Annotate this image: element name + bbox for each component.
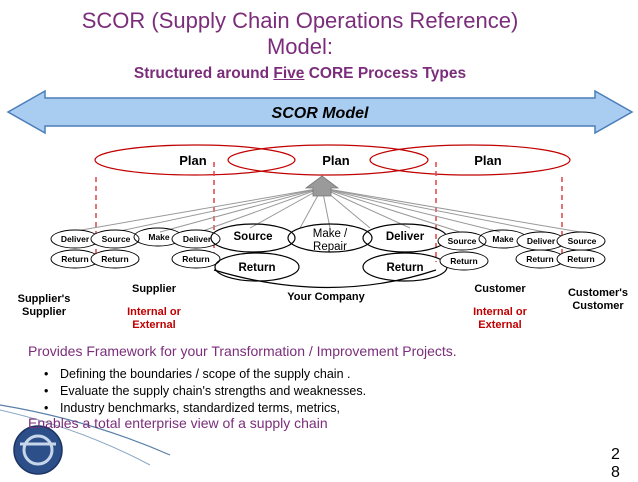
supplier-return-1: Return (61, 254, 88, 264)
customer-label: Customer (474, 283, 526, 295)
benefit-item: •Evaluate the supply chain's strengths a… (44, 384, 367, 398)
customer-return-2: Return (526, 254, 553, 264)
customer-source-2: Source (568, 236, 597, 246)
company-source: Source (234, 231, 273, 243)
plan-label-middle: Plan (322, 153, 350, 168)
scor-banner-label: SCOR Model (272, 105, 369, 122)
benefit-item: •Industry benchmarks, standardized terms… (44, 401, 340, 415)
benefit-text: Defining the boundaries / scope of the s… (60, 367, 351, 381)
company-return-left: Return (238, 262, 275, 274)
supplier-process-ellipses (50, 227, 221, 269)
supplier-deliver-2: Deliver (183, 234, 212, 244)
company-deliver: Deliver (386, 231, 425, 243)
your-company-label: Your Company (287, 291, 365, 303)
company-arc (213, 269, 437, 289)
plan-ellipse-right (369, 144, 571, 176)
subtitle-emph: Five (273, 65, 305, 82)
supplier-label: Supplier (132, 283, 177, 295)
title-line-1: SCOR (Supply Chain Operations Reference) (81, 8, 519, 33)
plan-label-left: Plan (179, 153, 207, 168)
benefit-item: •Defining the boundaries / scope of the … (44, 367, 351, 381)
supplier-make: Make (148, 232, 170, 242)
subtitle-post: CORE Process Types (304, 65, 467, 82)
fan-lines (69, 187, 581, 233)
supplier-return-3: Return (182, 254, 209, 264)
framework-text: Provides Framework for your Transformati… (28, 343, 457, 359)
slide-subtitle: Structured around Five CORE Process Type… (0, 65, 600, 83)
plan-ellipse-left (94, 144, 296, 176)
company-logo (13, 425, 63, 475)
swoosh-decoration-2 (0, 409, 151, 466)
swoosh-decoration (0, 404, 171, 456)
plan-label-right: Plan (474, 153, 502, 168)
company-return-right: Return (386, 262, 423, 274)
customer-return-3: Return (567, 254, 594, 264)
scor-banner-arrow (6, 89, 634, 135)
company-make-repair: Make /Repair (313, 228, 348, 253)
title-line-2: Model: (266, 34, 334, 59)
customer-process-ellipses (437, 229, 606, 271)
supplier-return-2: Return (101, 254, 128, 264)
enables-text: Enables a total enterprise view of a sup… (28, 415, 328, 431)
supplier-source: Source (102, 234, 131, 244)
slide-title: SCOR (Supply Chain Operations Reference)… (0, 8, 600, 60)
page-number: 28 (611, 446, 620, 481)
customer-make: Make (492, 234, 514, 244)
supplier-deliver: Deliver (61, 234, 90, 244)
benefit-text: Industry benchmarks, standardized terms,… (60, 401, 340, 415)
customer-return-1: Return (450, 256, 477, 266)
benefit-text: Evaluate the supply chain's strengths an… (60, 384, 367, 398)
customer-deliver: Deliver (527, 236, 556, 246)
subtitle-pre: Structured around (133, 65, 274, 82)
plan-ellipse-middle (227, 144, 429, 176)
customer-source: Source (448, 236, 477, 246)
benefits-list: •Defining the boundaries / scope of the … (44, 366, 366, 417)
up-arrow (304, 175, 340, 197)
